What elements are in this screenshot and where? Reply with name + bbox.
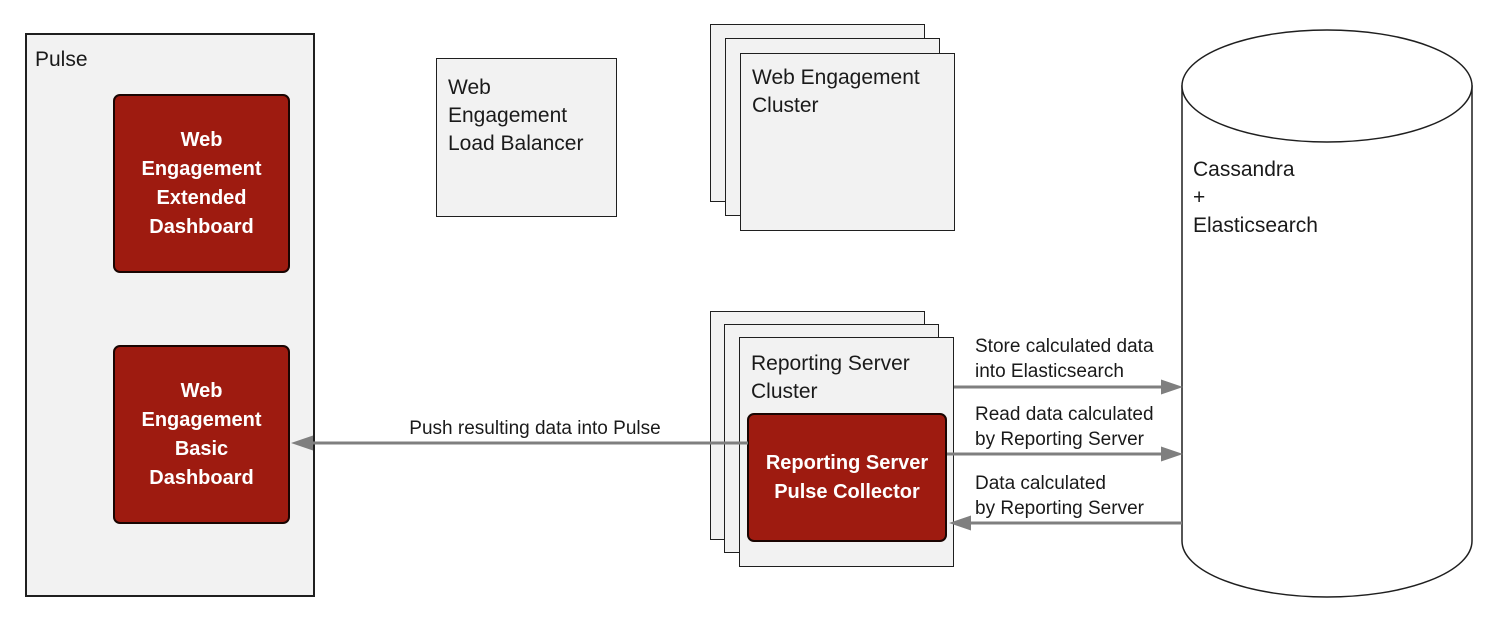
pulse-container-label: Pulse — [35, 48, 88, 71]
node-cassandra-elasticsearch-label: Cassandra+Elasticsearch — [1193, 158, 1318, 237]
database-cylinder-icon — [1181, 29, 1473, 598]
node-web-engagement-cluster — [740, 53, 955, 231]
node-web-engagement-load-balancer — [436, 58, 617, 217]
arrow-label-push-resulting-data: Push resulting data into Pulse — [409, 418, 661, 439]
